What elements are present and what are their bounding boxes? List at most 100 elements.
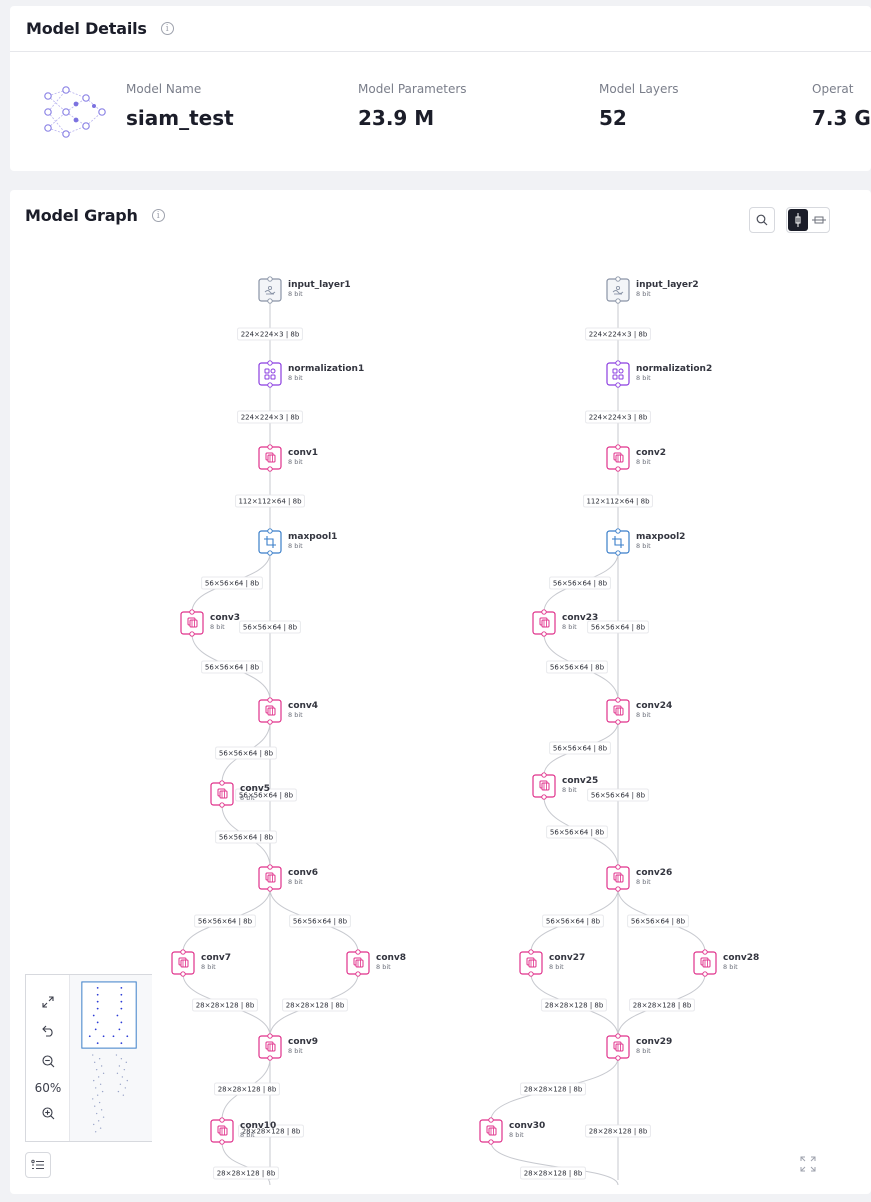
node-bits: 8 bit bbox=[288, 878, 303, 886]
edge-label-text: 224×224×3 | 8b bbox=[589, 331, 648, 339]
edge-label: 56×56×64 | 8b bbox=[587, 788, 649, 802]
node-box[interactable] bbox=[258, 362, 282, 386]
conv-icon bbox=[217, 788, 228, 799]
minimap-node bbox=[120, 1042, 123, 1045]
minimap[interactable] bbox=[69, 975, 152, 1141]
edge-label-text: 56×56×64 | 8b bbox=[631, 918, 686, 926]
node-box[interactable] bbox=[606, 362, 630, 386]
minimap-node bbox=[126, 1079, 128, 1082]
horizontal-layout-button[interactable] bbox=[809, 209, 829, 231]
minimap-node bbox=[94, 1028, 97, 1031]
edge-label: 28×28×128 | 8b bbox=[214, 1082, 280, 1096]
minimap-node bbox=[126, 1035, 129, 1038]
node-name: conv25 bbox=[562, 776, 598, 786]
info-icon[interactable]: i bbox=[151, 209, 165, 222]
minimap-node bbox=[116, 1014, 119, 1017]
node-port bbox=[180, 971, 186, 977]
node-port bbox=[615, 444, 621, 450]
minimap-node bbox=[95, 1112, 98, 1115]
node-port bbox=[267, 1055, 273, 1061]
conv-icon bbox=[217, 1125, 228, 1136]
layout-toggle[interactable] bbox=[786, 207, 830, 233]
node-bits: 8 bit bbox=[288, 542, 303, 550]
edge-label-text: 56×56×64 | 8b bbox=[243, 624, 298, 632]
info-icon[interactable]: i bbox=[160, 22, 174, 35]
edge-label: 56×56×64 | 8b bbox=[289, 914, 351, 928]
node-bits: 8 bit bbox=[509, 1131, 524, 1139]
node-bits: 8 bit bbox=[636, 374, 651, 382]
expand-button[interactable] bbox=[38, 992, 58, 1012]
minimap-node bbox=[92, 1054, 94, 1056]
node-box[interactable] bbox=[258, 530, 282, 554]
undo-button[interactable] bbox=[38, 1021, 58, 1041]
node-box[interactable] bbox=[606, 530, 630, 554]
minimap-node bbox=[116, 1072, 119, 1075]
model-details-title: Model Details bbox=[26, 19, 147, 38]
zoom-in-icon bbox=[41, 1106, 54, 1119]
edge-label: 56×56×64 | 8b bbox=[549, 576, 611, 590]
minimap-node bbox=[96, 1094, 99, 1096]
node-name: conv8 bbox=[376, 953, 406, 963]
minimap-node bbox=[125, 1061, 128, 1064]
minimap-node bbox=[118, 1065, 121, 1067]
search-button[interactable] bbox=[749, 207, 775, 233]
vertical-layout-button[interactable] bbox=[788, 209, 808, 231]
edge-label-text: 56×56×64 | 8b bbox=[550, 664, 605, 672]
node-port bbox=[267, 444, 273, 450]
edge-label-text: 56×56×64 | 8b bbox=[219, 750, 274, 758]
minimap-node bbox=[120, 1021, 123, 1024]
legend-button[interactable] bbox=[25, 1152, 51, 1178]
edge-label: 56×56×64 | 8b bbox=[215, 830, 277, 844]
minimap-node bbox=[101, 1090, 104, 1093]
edge-label: 28×28×128 | 8b bbox=[520, 1082, 586, 1096]
minimap-node bbox=[120, 1058, 123, 1060]
edge-label-text: 56×56×64 | 8b bbox=[198, 918, 253, 926]
minimap-node bbox=[100, 1109, 103, 1111]
minimap-node bbox=[96, 993, 99, 996]
minimap-node bbox=[98, 1101, 101, 1104]
zoom-out-button[interactable] bbox=[38, 1051, 58, 1071]
conv-icon bbox=[265, 452, 276, 463]
minimap-node bbox=[93, 1123, 95, 1126]
node-port bbox=[528, 949, 534, 955]
graph-node[interactable]: conv28 bit bbox=[606, 444, 666, 472]
edge-label: 56×56×64 | 8b bbox=[239, 620, 301, 634]
node-port bbox=[615, 1055, 621, 1061]
zoom-in-button[interactable] bbox=[38, 1103, 58, 1123]
minimap-viewport[interactable] bbox=[81, 981, 137, 1049]
fit-view-button[interactable] bbox=[796, 1152, 820, 1176]
node-bits: 8 bit bbox=[562, 786, 577, 794]
node-bits: 8 bit bbox=[288, 1047, 303, 1055]
conv-icon bbox=[613, 872, 624, 883]
minimap-node bbox=[92, 1014, 95, 1017]
edge-label: 28×28×128 | 8b bbox=[541, 998, 607, 1012]
node-port bbox=[615, 886, 621, 892]
node-bits: 8 bit bbox=[636, 1047, 651, 1055]
conv-icon bbox=[187, 617, 198, 628]
